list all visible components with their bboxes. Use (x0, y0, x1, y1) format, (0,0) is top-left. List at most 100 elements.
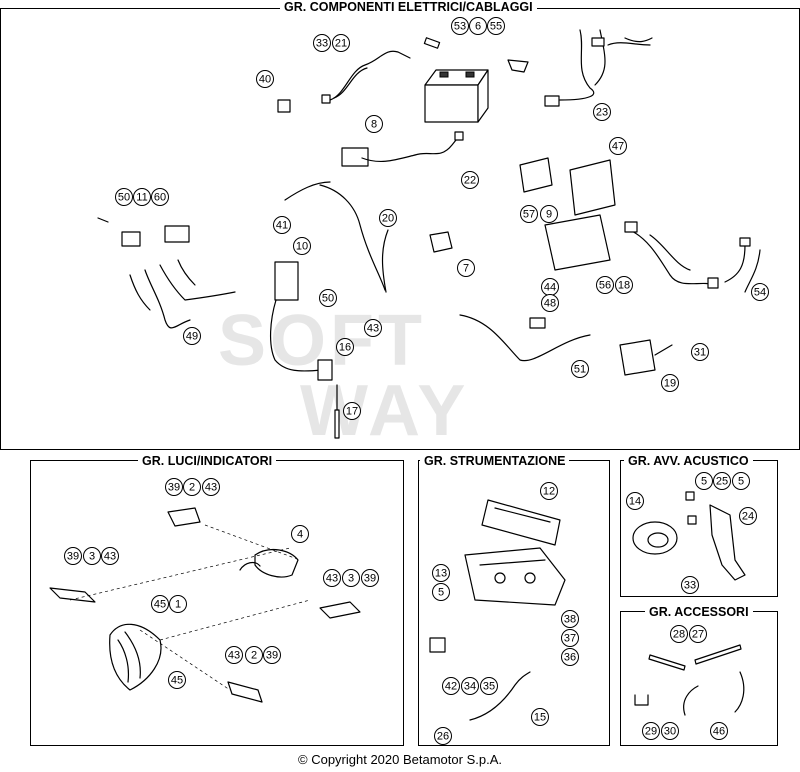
callout-circle (432, 583, 450, 601)
callout-circle (336, 338, 354, 356)
callout-circle (101, 547, 119, 565)
callout-circle (732, 472, 750, 490)
clip-29 (634, 694, 649, 706)
callout-number: 60 (154, 192, 166, 204)
callout-circle (83, 547, 101, 565)
callout-instruments-38: 38 (561, 610, 579, 628)
horn-bracket-24 (709, 504, 746, 581)
callout-number: 24 (742, 511, 754, 523)
rectifier-19 (619, 339, 673, 376)
callout-number: 51 (574, 364, 586, 376)
callout-circle (165, 478, 183, 496)
callout-number: 45 (171, 675, 183, 687)
callout-number: 29 (645, 726, 657, 738)
coil-10 (270, 261, 333, 381)
indicator-front-2 (167, 507, 201, 527)
callout-number: 28 (673, 629, 685, 641)
instrument-bracket-13 (464, 547, 566, 606)
callout-circle (520, 205, 538, 223)
callout-circle (710, 722, 728, 740)
callout-circle (689, 625, 707, 643)
callout-number: 39 (364, 573, 376, 585)
indicator-rear-2 (227, 681, 263, 703)
callout-number: 41 (276, 220, 288, 232)
callout-electrics-7: 7 (457, 259, 475, 277)
callout-electrics-48: 48 (541, 294, 559, 312)
ecu-47 (519, 157, 616, 271)
callout-accessories-30: 30 (661, 722, 679, 740)
callout-circle (313, 34, 331, 52)
callout-instruments-15: 15 (531, 708, 549, 726)
callout-circle (561, 629, 579, 647)
callout-electrics-55: 55 (487, 17, 505, 35)
switch-11 (97, 217, 190, 247)
callout-lights-39: 39 (263, 646, 281, 664)
callout-circle (434, 727, 452, 745)
indicator-left-3 (49, 587, 96, 603)
callout-lights-4: 4 (291, 525, 309, 543)
callout-circle (291, 525, 309, 543)
callout-number: 4 (297, 529, 303, 541)
callout-circle (379, 209, 397, 227)
callout-circle (469, 17, 487, 35)
callout-electrics-41: 41 (273, 216, 291, 234)
callout-circle (273, 216, 291, 234)
callout-circle (596, 276, 614, 294)
callout-number: 50 (322, 293, 334, 305)
callout-circle (64, 547, 82, 565)
callout-number: 39 (168, 482, 180, 494)
callout-number: 42 (445, 681, 457, 693)
callout-instruments-13: 13 (432, 564, 450, 582)
strap-27 (694, 644, 742, 665)
callout-number: 46 (713, 726, 725, 738)
callout-horn-5: 5 (732, 472, 750, 490)
callout-number: 19 (664, 378, 676, 390)
callout-electrics-44: 44 (541, 278, 559, 296)
callout-number: 7 (463, 263, 469, 275)
callout-electrics-51: 51 (571, 360, 589, 378)
callout-number: 17 (346, 406, 358, 418)
harness-18 (624, 221, 719, 289)
callout-number: 5 (438, 587, 444, 599)
callout-circle (343, 402, 361, 420)
callout-number: 16 (339, 342, 351, 354)
group-title-lights: GR. LUCI/INDICATORI (138, 454, 277, 468)
callout-number: 33 (316, 38, 328, 50)
callout-circle (133, 188, 151, 206)
callout-number: 35 (483, 681, 495, 693)
callout-electrics-43: 43 (364, 319, 382, 337)
headlight (109, 623, 162, 691)
callout-circle (323, 569, 341, 587)
callout-number: 36 (564, 652, 576, 664)
callout-number: 6 (475, 21, 481, 33)
horn-screws (685, 491, 697, 525)
group-title-electrics: GR. COMPONENTI ELETTRICI/CABLAGGI (280, 0, 537, 14)
callout-number: 31 (694, 347, 706, 359)
callout-lights-3: 3 (83, 547, 101, 565)
dashed-leaders-lights (69, 524, 311, 691)
callout-circle (681, 576, 699, 594)
callout-number: 25 (716, 476, 728, 488)
callout-lights-43: 43 (101, 547, 119, 565)
callout-circle (487, 17, 505, 35)
callout-electrics-33: 33 (313, 34, 331, 52)
callout-number: 23 (596, 107, 608, 119)
callout-number: 2 (251, 650, 257, 662)
callout-circle (615, 276, 633, 294)
copyright-notice: © Copyright 2020 Betamotor S.p.A. (298, 752, 502, 767)
callout-circle (256, 70, 274, 88)
group-title-accessories: GR. ACCESSORI (645, 605, 753, 619)
callout-instruments-35: 35 (480, 677, 498, 695)
callout-circle (751, 283, 769, 301)
callout-circle (739, 507, 757, 525)
tail-light-bracket-4 (239, 548, 299, 578)
callout-lights-39: 39 (165, 478, 183, 496)
callout-electrics-47: 47 (609, 137, 627, 155)
callout-number: 37 (564, 633, 576, 645)
callout-number: 50 (118, 192, 130, 204)
group-title-instruments: GR. STRUMENTAZIONE (420, 454, 570, 468)
callout-number: 39 (266, 650, 278, 662)
lights-group-frame (30, 460, 404, 746)
sensor-7 (429, 231, 453, 253)
callout-horn-5: 5 (695, 472, 713, 490)
